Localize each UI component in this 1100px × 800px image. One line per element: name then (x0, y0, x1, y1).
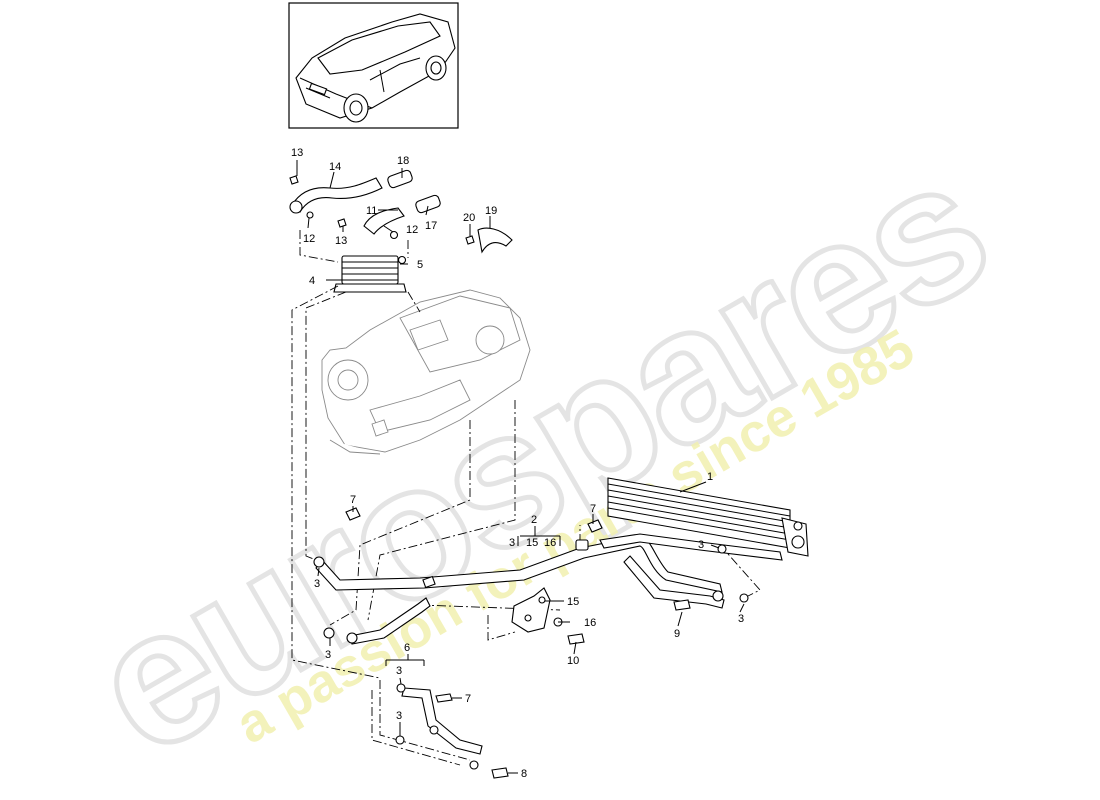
callout-2: 2 (531, 514, 537, 526)
callout-8: 8 (521, 768, 527, 780)
callout-leaders (296, 160, 745, 774)
callout-20: 20 (463, 212, 475, 224)
callout-6: 6 (404, 642, 410, 654)
callout-7-lower: 7 (465, 693, 471, 705)
callout-12-left: 12 (303, 233, 315, 245)
callout-3-group6: 3 (396, 665, 402, 677)
callout-13-lower: 13 (335, 235, 347, 247)
vehicle-thumbnail-icon (295, 13, 456, 123)
callout-16-group2: 16 (544, 537, 556, 549)
callout-9: 9 (674, 628, 680, 640)
callout-12-right: 12 (406, 224, 418, 236)
oil-cooler (333, 255, 407, 293)
callout-3-left: 3 (314, 578, 320, 590)
callout-15-bracket: 15 (567, 596, 579, 608)
callout-4: 4 (309, 275, 315, 287)
transmission-cooler (607, 477, 809, 557)
callout-labels: 13 14 18 11 17 12 13 12 20 19 5 4 1 7 7 … (291, 147, 744, 780)
callout-17: 17 (425, 220, 437, 232)
bracket (511, 587, 563, 633)
callout-16-bracket: 16 (584, 617, 596, 629)
callout-7-mid: 7 (590, 503, 596, 515)
watermark: eurospares a passion for parts since 198… (57, 117, 1021, 798)
callout-7-left: 7 (350, 494, 356, 506)
callout-3-group2: 3 (509, 537, 515, 549)
callout-1: 1 (707, 471, 713, 483)
callout-11: 11 (366, 205, 377, 217)
callout-15-group2: 15 (526, 537, 538, 549)
callout-18: 18 (397, 155, 409, 167)
callout-10: 10 (567, 655, 579, 667)
callout-3-bottom: 3 (396, 710, 402, 722)
callout-5: 5 (417, 259, 423, 271)
callout-19: 19 (485, 205, 497, 217)
callout-3-right: 3 (738, 613, 744, 625)
transmission (321, 289, 531, 455)
callout-3-cooler: 3 (698, 539, 704, 551)
oil-lines (313, 533, 783, 770)
vehicle-thumbnail (288, 2, 459, 129)
upper-hose-assembly (289, 169, 513, 254)
watermark-brand: eurospares (60, 120, 1019, 796)
callout-13-top: 13 (291, 147, 303, 159)
callout-14: 14 (329, 161, 341, 173)
callout-3-lower-left: 3 (325, 649, 331, 661)
